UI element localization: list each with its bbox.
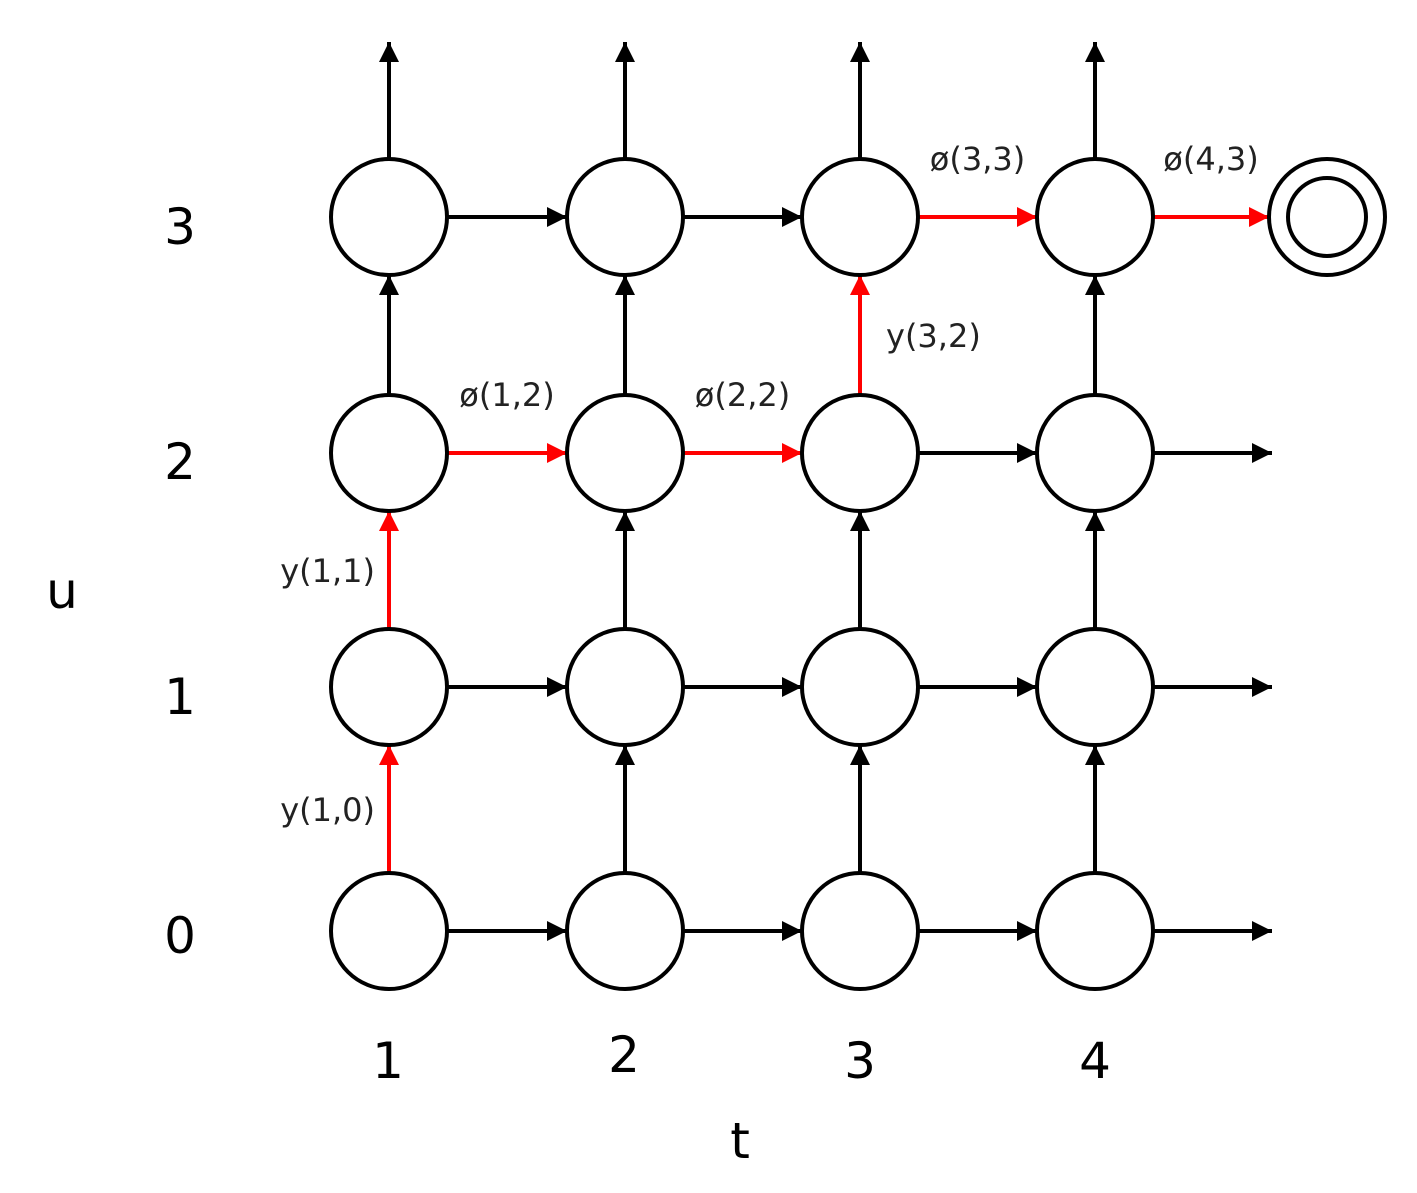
edge-label-horizontal-t1-u2: ø(1,2) [459,376,554,414]
lattice-node-t2-u2 [565,393,685,513]
final-node-inner-circle [1286,176,1368,258]
t-tick-1: 1 [372,1032,404,1090]
lattice-node-t3-u0 [800,871,920,991]
final-node-outer-circle [1267,157,1387,277]
edge-label-vertical-t3-u2: y(3,2) [886,317,981,355]
edge-label-horizontal-t4-u3: ø(4,3) [1163,140,1258,178]
nodes-layer [329,157,1387,991]
lattice-node-t3-u3 [800,157,920,277]
edges-layer [379,42,1272,941]
lattice-node-t4-u0 [1035,871,1155,991]
edge-label-vertical-t1-u1: y(1,1) [280,552,375,590]
t-tick-2: 2 [608,1026,640,1084]
lattice-node-t1-u0 [329,871,449,991]
u-tick-3: 3 [164,198,196,256]
lattice-node-t1-u1 [329,627,449,747]
u-tick-1: 1 [164,668,196,726]
edge-label-horizontal-t2-u2: ø(2,2) [695,376,790,414]
lattice-node-t3-u2 [800,393,920,513]
lattice-node-t4-u1 [1035,627,1155,747]
t-tick-3: 3 [844,1032,876,1090]
lattice-node-t2-u3 [565,157,685,277]
lattice-node-t4-u3 [1035,157,1155,277]
edge-label-horizontal-t3-u3: ø(3,3) [930,140,1025,178]
u-axis-label: u [46,562,78,620]
edge-labels-layer: ø(1,2) ø(2,2) ø(3,3) ø(4,3) y(1,0) y(1,1) y(3,… [280,140,1259,829]
lattice-node-t1-u3 [329,157,449,277]
u-tick-0: 0 [164,907,196,965]
t-tick-4: 4 [1079,1032,1111,1090]
u-tick-2: 2 [164,433,196,491]
lattice-node-t1-u2 [329,393,449,513]
t-axis-label: t [730,1112,750,1170]
lattice-node-t3-u1 [800,627,920,747]
lattice-node-t2-u1 [565,627,685,747]
edge-label-vertical-t1-u0: y(1,0) [280,791,375,829]
lattice-node-t2-u0 [565,871,685,991]
lattice-node-t4-u2 [1035,393,1155,513]
